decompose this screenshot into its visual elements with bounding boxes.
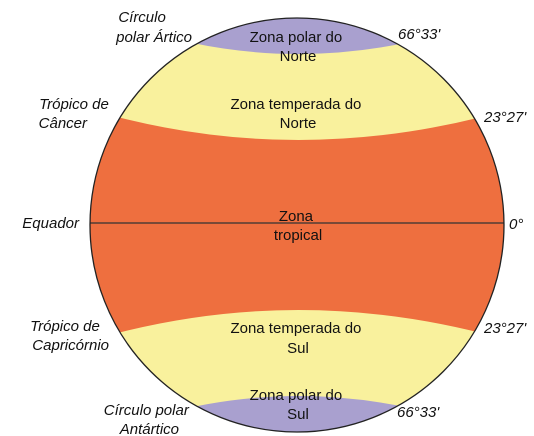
tropic-cancer-label: Trópico de Câncer — [39, 96, 113, 132]
antarctic-latitude-label: 66°33' — [397, 404, 440, 421]
tropical-zone-label: Zona tropical — [274, 208, 322, 244]
north-polar-zone-label: Zona polar do Norte — [250, 29, 347, 65]
equator-latitude-label: 0° — [509, 216, 523, 233]
equator-label: Equador — [22, 215, 80, 232]
antarctic-circle-label: Círculo polar Antártico — [104, 402, 193, 436]
cancer-latitude-label: 23°27' — [483, 109, 527, 126]
south-temperate-zone-label: Zona temperada do Sul — [230, 320, 365, 357]
south-polar-zone-label: Zona polar do Sul — [250, 387, 347, 423]
capricorn-latitude-label: 23°27' — [483, 320, 527, 337]
north-temperate-zone-label: Zona temperada do Norte — [230, 96, 365, 132]
arctic-latitude-label: 66°33' — [398, 26, 441, 43]
globe-outline — [89, 17, 505, 433]
tropical-zone — [90, 100, 504, 350]
tropic-capricorn-label: Trópico de Capricórnio — [30, 318, 109, 354]
arctic-circle-label: Círculo polar Ártico — [115, 9, 192, 46]
